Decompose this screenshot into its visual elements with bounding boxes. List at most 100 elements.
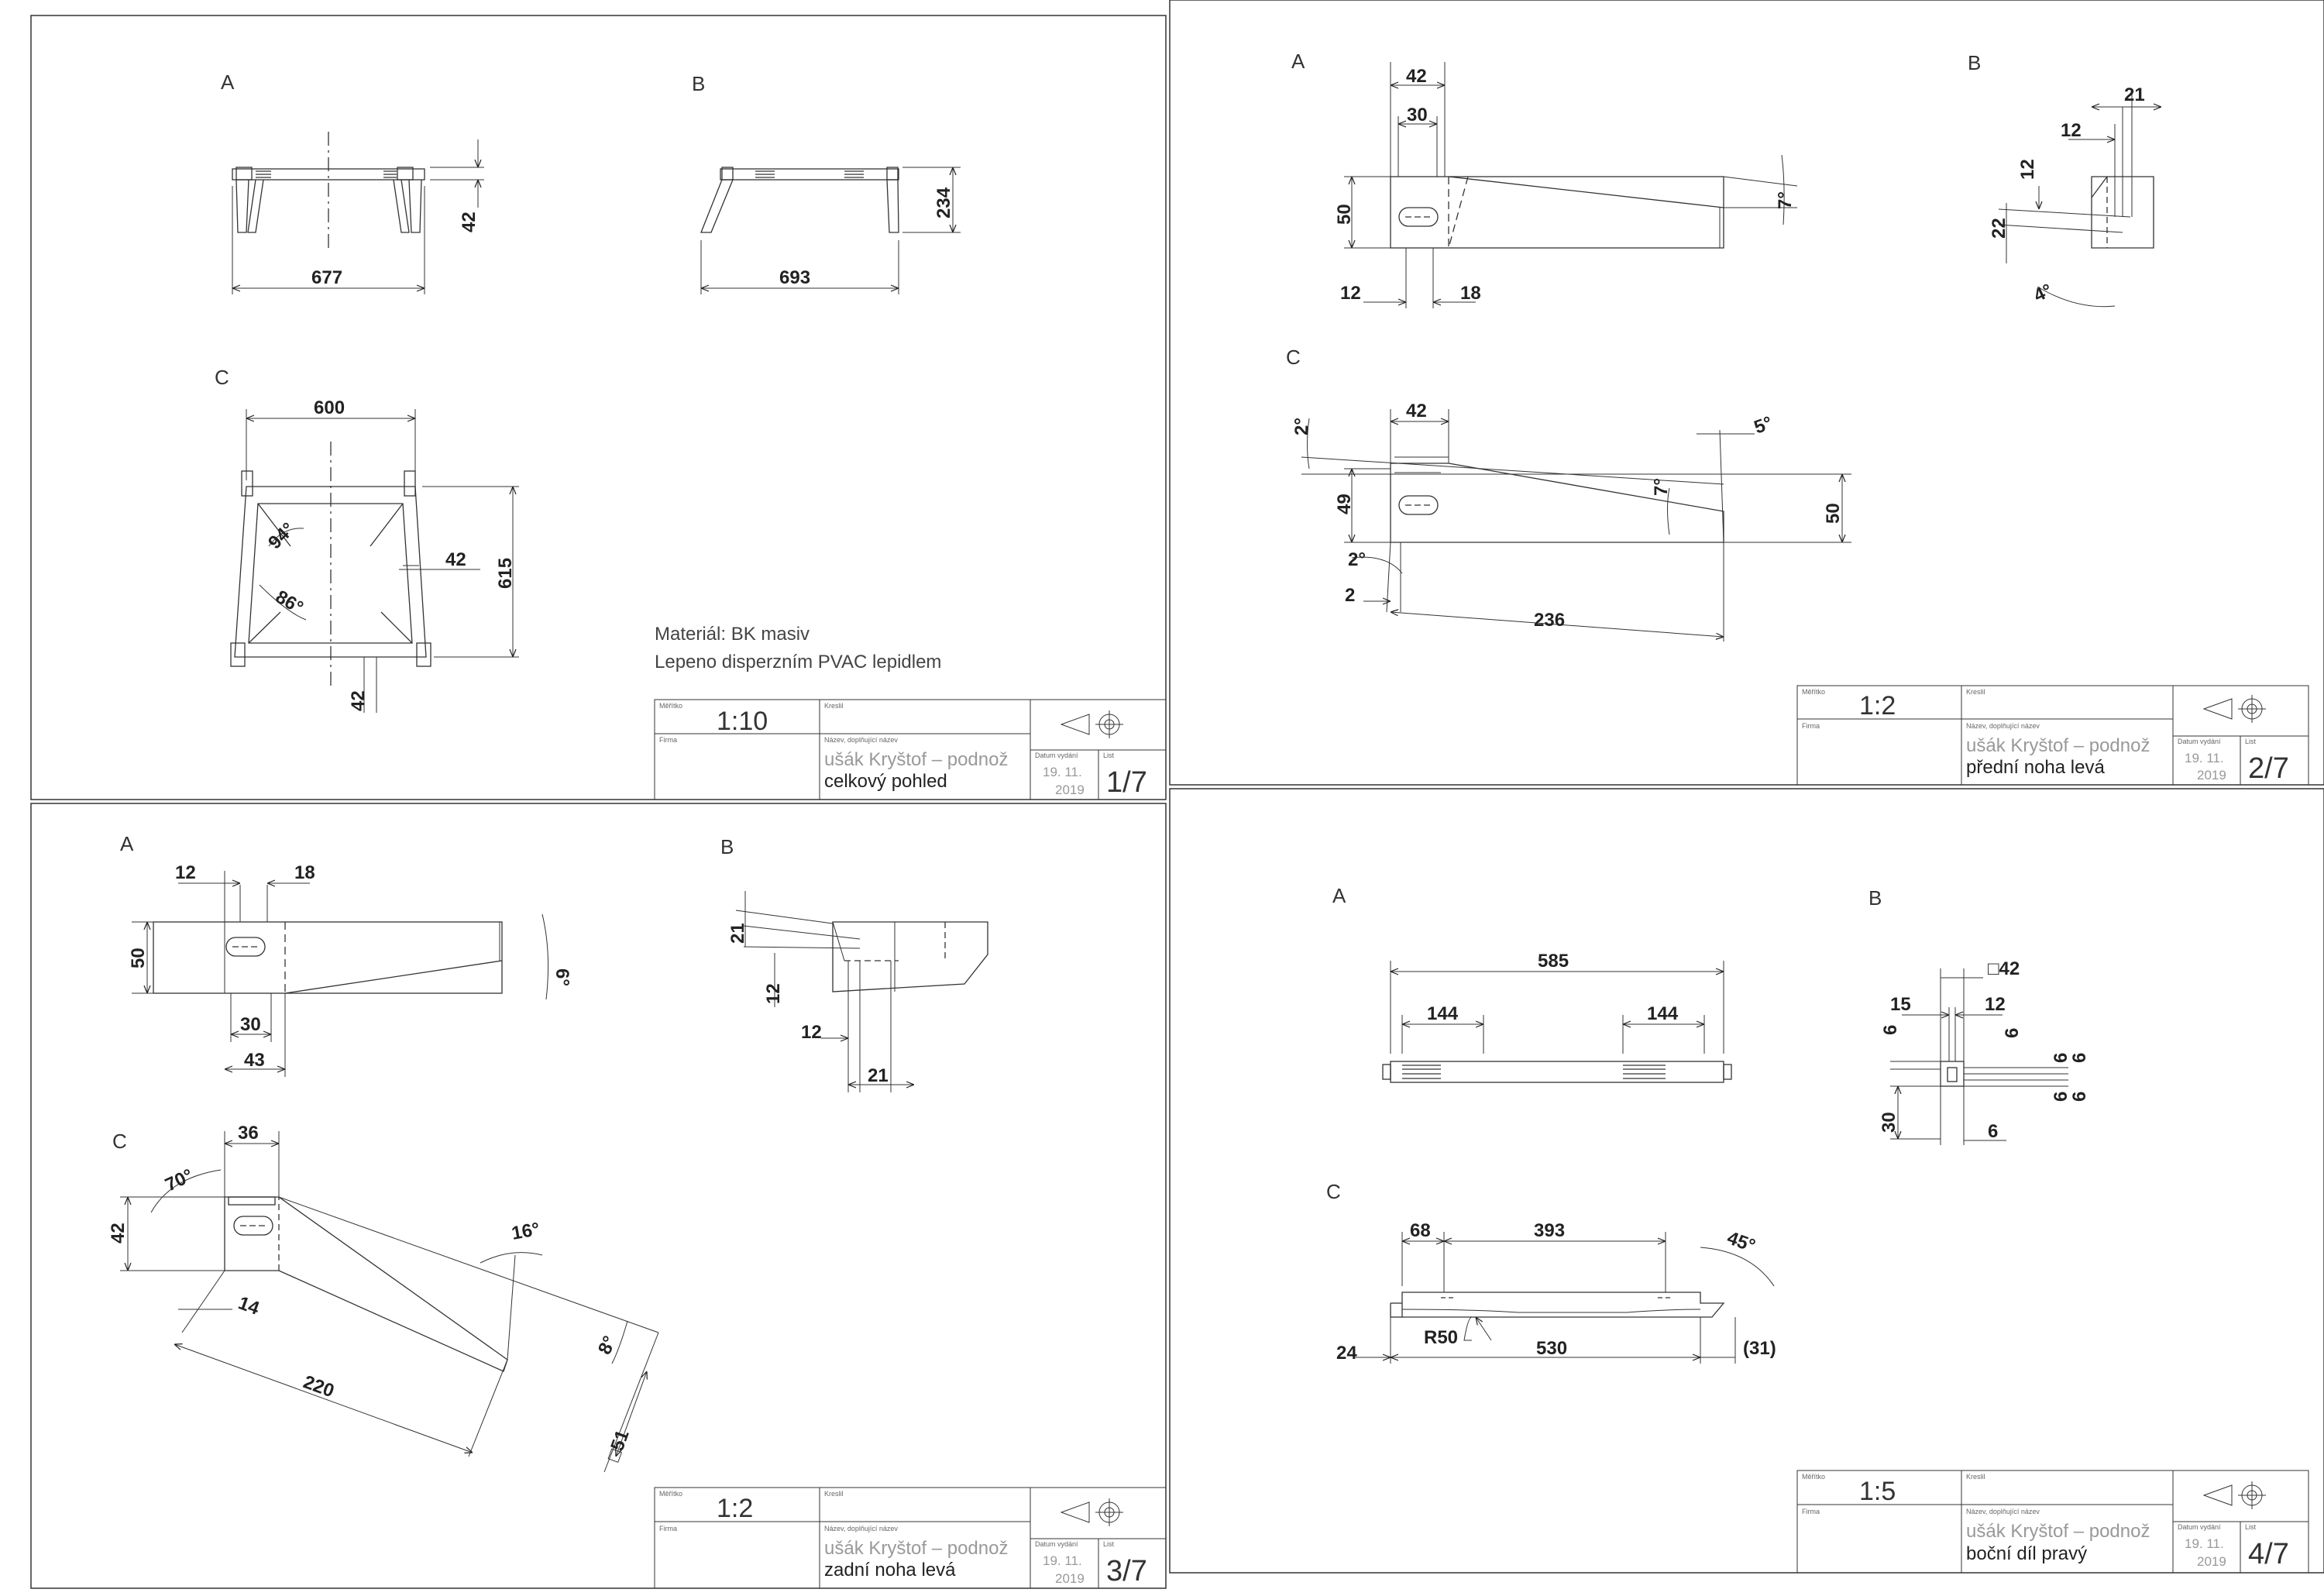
sheet-number: 3/7 [1106, 1555, 1147, 1587]
title-block-1: Měřítko 1:10 Kreslil Firma Název, doplňu… [654, 699, 1167, 800]
projection-symbol-icon [1060, 1498, 1123, 1526]
year-value: 2019 [1055, 783, 1085, 797]
dim-585: 585 [1538, 951, 1569, 972]
drawn-label: Kreslil [1966, 688, 1985, 696]
scale-label: Měřítko [659, 702, 682, 710]
dim-5deg: 5° [1752, 412, 1776, 438]
projection-symbol-icon [2202, 1481, 2266, 1509]
view-label-c: C [112, 1130, 127, 1153]
dim-7deg-c: 7° [1651, 478, 1672, 496]
dim-70deg: 70° [162, 1165, 196, 1196]
view-a-front-leg: 42 30 50 7° 12 18 [1334, 62, 1798, 308]
dim-234: 234 [933, 187, 954, 218]
year-value: 2019 [2197, 768, 2226, 783]
dim-18: 18 [1460, 283, 1481, 304]
firm-label: Firma [1802, 1508, 1820, 1515]
sheet-2: A B C 42 30 50 7° [1169, 0, 2324, 786]
drawing-subtitle: celkový pohled [824, 771, 947, 792]
view-b-leg-end: 21 12 12 22 4° [1989, 84, 2161, 308]
drawing-title: ušák Kryštof – podnož [824, 1538, 1008, 1559]
dim-30: 30 [1407, 105, 1428, 126]
view-label-c: C [1286, 346, 1301, 369]
dim-15: 15 [1890, 994, 1911, 1015]
firm-label: Firma [659, 736, 677, 744]
drawn-label: Kreslil [1966, 1473, 1985, 1481]
dim-6-c: 6 [2051, 1092, 2071, 1102]
dim-220: 220 [301, 1371, 337, 1402]
dim-r50: R50 [1424, 1327, 1458, 1348]
date-value: 19. 11. [2185, 1536, 2224, 1551]
scale-label: Měřítko [1802, 1473, 1825, 1481]
drawing-subtitle: boční díl pravý [1966, 1543, 2087, 1564]
scale-label: Měřítko [659, 1490, 682, 1498]
dim-236: 236 [1534, 610, 1565, 631]
view-label-c: C [215, 366, 229, 389]
name-label: Název, doplňující název [824, 1525, 898, 1532]
dim-30: 30 [1879, 1112, 1899, 1133]
dim-68: 68 [1410, 1220, 1431, 1241]
view-c-leg-top: 42 2° 5° 49 7° 50 2° 2 236 [1291, 401, 1851, 641]
dim-21-b-bottom: 21 [868, 1065, 889, 1086]
dim-50: 50 [1334, 204, 1355, 225]
scale-value: 1:5 [1859, 1477, 1896, 1506]
sheet-2-frame [1169, 0, 2324, 786]
dim-144-left: 144 [1427, 1003, 1459, 1024]
drawn-label: Kreslil [824, 702, 844, 710]
dim-6-bottom: 6 [1988, 1121, 1998, 1142]
dim-42-c-side: 42 [445, 549, 466, 570]
dim-615: 615 [495, 558, 516, 589]
glue-note: Lepeno disperzním PVAC lepidlem [655, 652, 941, 672]
dim-42-a: 42 [459, 212, 480, 232]
dim-22: 22 [1989, 218, 2009, 239]
dim-12-b: 12 [1985, 994, 2006, 1015]
scale-value: 1:2 [1859, 691, 1896, 721]
drawing-subtitle: zadní noha levá [824, 1560, 956, 1581]
dim-86deg: 86° [272, 586, 307, 619]
view-b-side-rail-section: □42 15 12 6 6 6 6 6 6 30 6 [1879, 958, 2090, 1145]
dim-2deg-bottom: 2° [1348, 549, 1366, 570]
view-a-back-leg: 12 18 50 6° 30 43 [128, 862, 572, 1077]
sheet-label: List [1103, 1540, 1115, 1548]
dim-24: 24 [1336, 1343, 1357, 1364]
dim-12: 12 [175, 862, 196, 883]
dim-7deg: 7° [1775, 191, 1796, 209]
sheet-1: A B C 677 42 [30, 15, 1167, 800]
name-label: Název, doplňující název [824, 736, 898, 744]
name-label: Název, doplňující název [1966, 722, 2040, 730]
dim-4deg: 4° [2030, 280, 2055, 306]
firm-label: Firma [1802, 722, 1820, 730]
dim-6-right-top: 6 [2002, 1028, 2023, 1038]
sheet-4-frame [1169, 788, 2324, 1574]
dim-393: 393 [1534, 1220, 1565, 1241]
dim-50: 50 [128, 948, 149, 968]
sheet-label: List [1103, 752, 1115, 759]
view-label-b: B [1968, 51, 1981, 74]
dim-18: 18 [294, 862, 315, 883]
dim-31-ref: (31) [1743, 1338, 1776, 1359]
dim-530: 530 [1536, 1338, 1567, 1359]
dim-12-b-bottom: 12 [801, 1022, 822, 1043]
projection-symbol-icon [1060, 710, 1123, 738]
dim-12: 12 [1340, 283, 1361, 304]
sheet-number: 1/7 [1106, 766, 1147, 799]
view-b-back-leg-end: 21 12 12 21 [727, 891, 988, 1092]
dim-6-d: 6 [2069, 1092, 2090, 1102]
drawn-label: Kreslil [824, 1490, 844, 1498]
view-c-back-leg-top: 36 70° 42 16° 14 8° 220 □51 [108, 1123, 659, 1473]
dim-50-c: 50 [1823, 503, 1844, 524]
sheet-number: 2/7 [2248, 752, 2289, 785]
view-c-top: 600 615 42 42 94° 86° [230, 397, 519, 713]
date-label: Datum vydání [1035, 752, 1078, 759]
sheet-3-frame [30, 803, 1167, 1589]
dim-6-left-top: 6 [1880, 1025, 1901, 1035]
dim-144-right: 144 [1647, 1003, 1679, 1024]
date-value: 19. 11. [1043, 1553, 1082, 1568]
dim-51-square: □51 [603, 1427, 633, 1464]
dim-12-b-side: 12 [763, 983, 784, 1004]
dim-49: 49 [1334, 494, 1355, 514]
scale-value: 1:10 [717, 707, 768, 736]
dim-6-b: 6 [2069, 1053, 2090, 1063]
date-value: 19. 11. [1043, 765, 1082, 779]
dim-42-c: 42 [108, 1223, 129, 1243]
